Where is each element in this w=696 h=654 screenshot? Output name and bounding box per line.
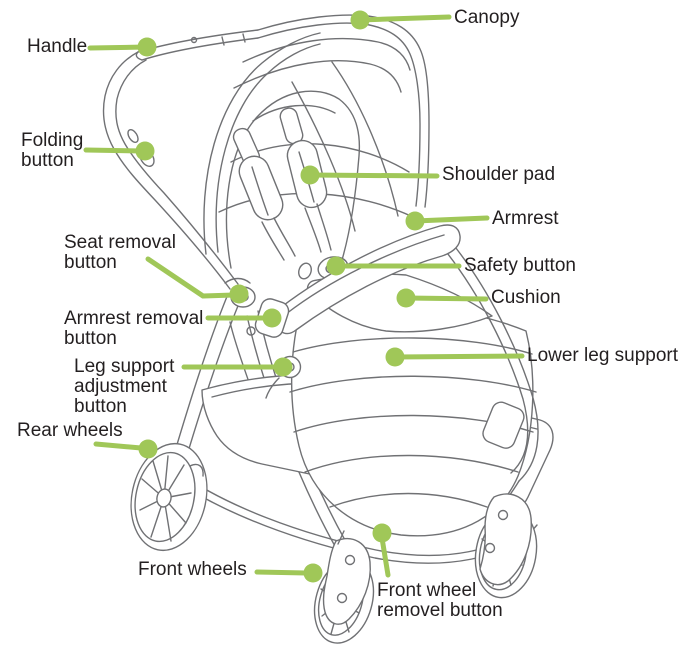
callout-dot-rear-wheels bbox=[138, 439, 158, 459]
callout-line-handle bbox=[87, 44, 149, 51]
callout-line-folding-button bbox=[83, 147, 147, 154]
label-canopy: Canopy bbox=[454, 7, 520, 28]
label-front-wheel-removel-button: Front wheel removel button bbox=[377, 580, 503, 621]
callout-dot-shoulder-pad bbox=[300, 165, 320, 185]
label-rear-wheels: Rear wheels bbox=[17, 420, 123, 441]
callout-dot-cushion bbox=[396, 288, 416, 308]
callout-line-armrest bbox=[412, 215, 490, 224]
label-leg-support-adjustment-button: Leg support adjustment button bbox=[74, 356, 175, 417]
label-shoulder-pad: Shoulder pad bbox=[442, 164, 556, 185]
callout-lines bbox=[83, 14, 525, 578]
harness-straps-drawing bbox=[232, 107, 332, 261]
rear-wheel-drawing bbox=[130, 442, 208, 552]
label-safety-button: Safety button bbox=[464, 255, 576, 276]
callout-dot-seat-removal-button bbox=[229, 284, 249, 304]
canopy-drawing bbox=[203, 14, 430, 255]
callout-dot-front-wheels bbox=[303, 563, 323, 583]
callout-line-rear-wheels bbox=[93, 441, 144, 451]
label-armrest-removal-button: Armrest removal button bbox=[64, 308, 204, 349]
callout-line-seat-removal-button bbox=[145, 256, 237, 299]
label-folding-button: Folding button bbox=[21, 130, 84, 171]
label-cushion: Cushion bbox=[491, 287, 561, 308]
label-front-wheels: Front wheels bbox=[138, 559, 247, 580]
front-right-caster-drawing bbox=[474, 493, 538, 599]
label-lower-leg-support: Lower leg support bbox=[527, 345, 679, 366]
stroller-line-art bbox=[102, 14, 554, 644]
label-seat-removal-button: Seat removal button bbox=[64, 232, 176, 273]
label-handle: Handle bbox=[27, 36, 88, 57]
callout-line-canopy bbox=[357, 14, 452, 23]
callout-dot-handle bbox=[137, 37, 157, 57]
callout-line-front-wheels bbox=[254, 569, 309, 576]
callout-dot-canopy bbox=[350, 10, 370, 30]
callout-dots bbox=[135, 10, 425, 583]
callout-dot-armrest-removal-button bbox=[262, 308, 282, 328]
callout-dot-lower-leg-support bbox=[385, 347, 405, 367]
callout-dot-armrest bbox=[405, 211, 425, 231]
callout-dot-front-wheel-removel-button bbox=[372, 523, 392, 543]
callout-dot-leg-support-adjustment-button bbox=[273, 357, 293, 377]
label-armrest: Armrest bbox=[492, 208, 559, 229]
callout-line-cushion bbox=[403, 295, 489, 302]
callout-dot-safety-button bbox=[326, 256, 346, 276]
callout-line-lower-leg-support bbox=[392, 353, 525, 360]
callout-dot-folding-button bbox=[135, 141, 155, 161]
callout-line-shoulder-pad bbox=[307, 172, 440, 179]
seat-back-drawing bbox=[225, 90, 361, 282]
front-left-caster-drawing bbox=[313, 530, 375, 644]
callout-line-front-wheel-removel-button bbox=[379, 535, 391, 578]
